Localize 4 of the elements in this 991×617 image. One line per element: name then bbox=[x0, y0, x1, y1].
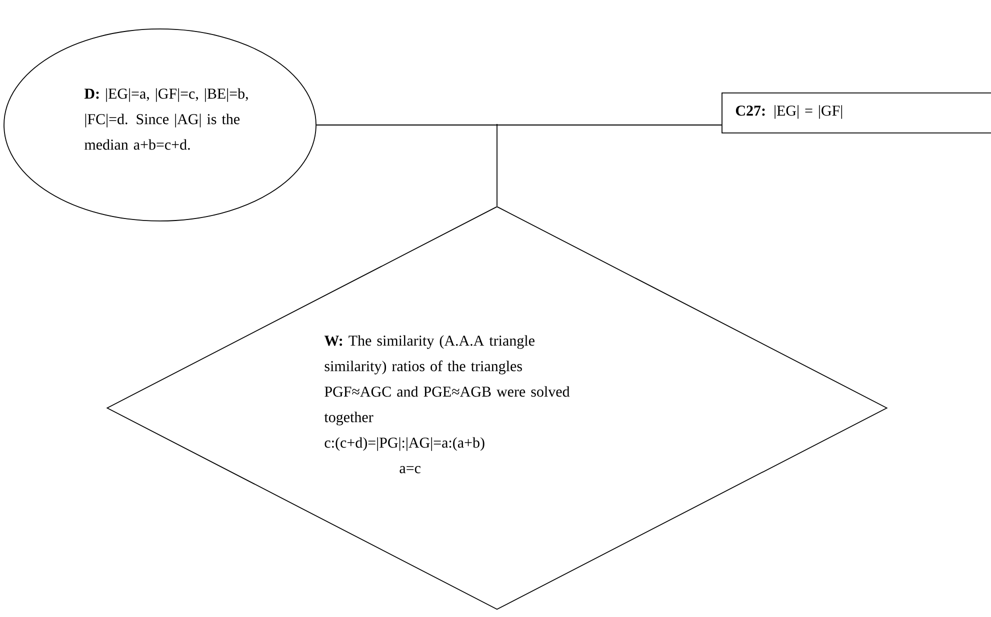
ellipse-node: D: |EG|=a, |GF|=c, |BE|=b, |FC|=d. Since |AG| is the median a+b=c+d. bbox=[4, 28, 316, 222]
connector-line bbox=[316, 124, 722, 126]
connector-line bbox=[496, 124, 498, 206]
conclusion-box: C27: |EG| = |GF| bbox=[722, 92, 991, 134]
